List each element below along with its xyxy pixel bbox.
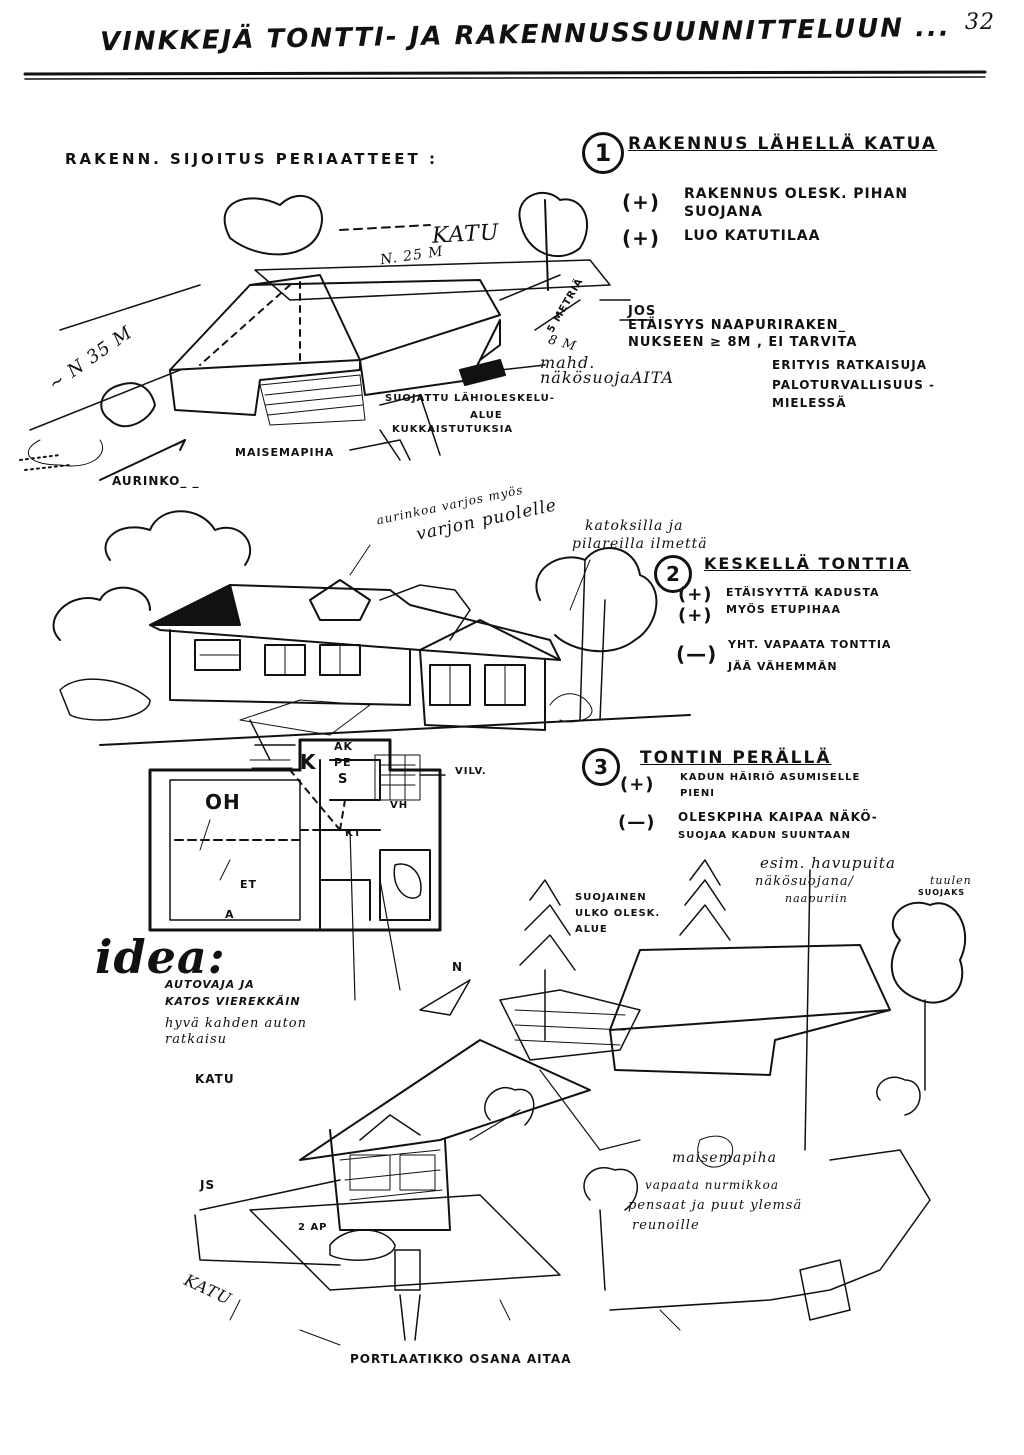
option-2-m1-a: YHT. VAPAATA TONTTIA	[728, 638, 892, 651]
plan-vh: VH	[390, 800, 409, 811]
idea-line2: KATOS VIEREKKÄIN	[165, 995, 301, 1008]
idea-label: idea:	[95, 930, 226, 984]
option-1-plus2: LUO KATUTILAA	[684, 228, 821, 244]
option-3-p1-a: KADUN HÄIRIÖ ASUMISELLE	[680, 772, 861, 783]
option-2-m1-b: JÄÄ VÄHEMMÄN	[728, 660, 838, 673]
plan-ak: AK	[334, 740, 354, 753]
option-2-m1-sign: (—)	[676, 642, 718, 666]
plan-oh: OH	[205, 790, 241, 814]
sketch3-maisemapiha: maisemapiha	[672, 1150, 777, 1166]
option-2-p1-sign: (+)	[678, 584, 713, 605]
option-1-plus1-sign: (+)	[622, 190, 661, 214]
option-1-plus1-a: RAKENNUS OLESK. PIHAN	[684, 186, 909, 202]
plan-vilv: VILV.	[455, 766, 487, 777]
sketch3-tuulen-a: tuulen	[930, 874, 972, 887]
header-rule	[23, 70, 987, 80]
option-1-heading: RAKENNUS LÄHELLÄ KATUA	[628, 134, 938, 154]
option-1-note-b: ETÄISYYS NAAPURIRAKEN_	[628, 318, 847, 333]
sketch3-js: JS	[200, 1178, 216, 1192]
plan-kt: KT	[345, 828, 362, 839]
sketch1-kukka: KUKKAISTUTUKSIA	[392, 424, 514, 435]
sketch3-bottom: PORTLAATIKKO OSANA AITAA	[350, 1352, 572, 1366]
option-1-plus2-sign: (+)	[622, 226, 661, 250]
option-2-annot-c: katoksilla ja	[585, 518, 684, 534]
sketch-house-back	[194, 859, 967, 1346]
option-2-heading: KESKELLÄ TONTTIA	[704, 554, 911, 573]
option-1-note-f: MIELESSÄ	[772, 396, 847, 410]
plan-k: K	[300, 750, 317, 774]
option-3-m1-sign: (—)	[618, 812, 656, 833]
sketch1-suojattu-a: SUOJATTU LÄHIOLESKELU-	[385, 393, 555, 404]
sketch3-naapuriin: naapuriin	[785, 892, 848, 905]
sketch-house-near-street	[19, 191, 651, 481]
sketch3-pensaat: pensaat ja puut ylemsä	[628, 1198, 803, 1213]
option-2-p2-sign: (+)	[678, 605, 713, 626]
page-number: 32	[965, 10, 995, 35]
sketch3-suojainen-c: ALUE	[575, 924, 608, 935]
option-2-number: 2	[654, 555, 692, 593]
option-3-p1-sign: (+)	[620, 774, 655, 795]
option-3-heading: TONTIN PERÄLLÄ	[640, 748, 832, 768]
option-3-number: 3	[582, 748, 620, 786]
sketch3-2ap: 2 AP	[298, 1222, 328, 1233]
idea-line4: ratkaisu	[165, 1032, 228, 1047]
sketch3-nako: näkösuojana/	[755, 874, 854, 889]
option-3-p1-b: PIENI	[680, 788, 715, 799]
option-3-m1-a: OLESKPIHA KAIPAA NÄKÖ-	[678, 810, 878, 824]
plan-pe: PE	[334, 756, 352, 769]
sketch3-tuulen-b: SUOJAKS	[918, 888, 966, 897]
plan-a: A	[225, 908, 235, 921]
option-1-number: 1	[582, 132, 624, 174]
option-2-p1: etäisyyttä KADUSTA	[726, 586, 880, 599]
idea-line3: hyvä kahden auton	[165, 1016, 308, 1031]
plan-s: S	[338, 772, 349, 787]
sketch-floor-plan	[148, 719, 471, 1016]
sketch3-esim: esim. havupuita	[760, 854, 896, 872]
sketch-house-middle	[52, 510, 691, 746]
option-3-number-text: 3	[594, 755, 608, 779]
sketch1-maha: mahd.	[540, 353, 596, 372]
sketch1-nakosuoja: näkösuojaAITA	[540, 368, 675, 387]
sketch3-suojainen-b: ULKO OLESK.	[575, 908, 661, 919]
option-1-note-a: JOS	[628, 304, 657, 319]
north-arrow-label: N	[452, 960, 464, 974]
sketch3-reunoille: reunoille	[632, 1218, 700, 1233]
option-3-m1-b: SUOJAA KADUN SUUNTAAN	[678, 830, 851, 841]
sketch1-maisema: MAISEMAPIHA	[235, 446, 335, 459]
sketch1-aurinko: AURINKO_ _	[112, 474, 200, 488]
option-2-annot-d: pilareilla ilmettä	[572, 536, 708, 552]
option-1-note-c: NUKSEEN ≥ 8M , EI TARVITA	[628, 335, 858, 350]
sketch3-suojainen-a: SUOJAINEN	[575, 892, 647, 903]
sketch3-vapaata: vapaata nurmikkoa	[645, 1178, 780, 1192]
idea-line1: AUTOVAJA JA	[165, 978, 255, 991]
plan-et: ET	[240, 878, 258, 891]
option-1-plus1-b: SUOJANA	[684, 204, 763, 220]
option-1-number-text: 1	[594, 139, 612, 167]
sketch1-suojattu-b: ALUE	[470, 410, 503, 421]
idea-katu: KATU	[195, 1072, 235, 1086]
option-1-note-e: PALOTURVALLISUUS -	[772, 378, 936, 392]
option-2-p2: myös ETUPIHAA	[726, 603, 841, 616]
section-title: RAKENN. SIJOITUS PERIAATTEET :	[65, 150, 438, 168]
option-2-number-text: 2	[666, 562, 680, 586]
option-1-note-d: ERITYIS RATKAISUJA	[772, 358, 928, 372]
